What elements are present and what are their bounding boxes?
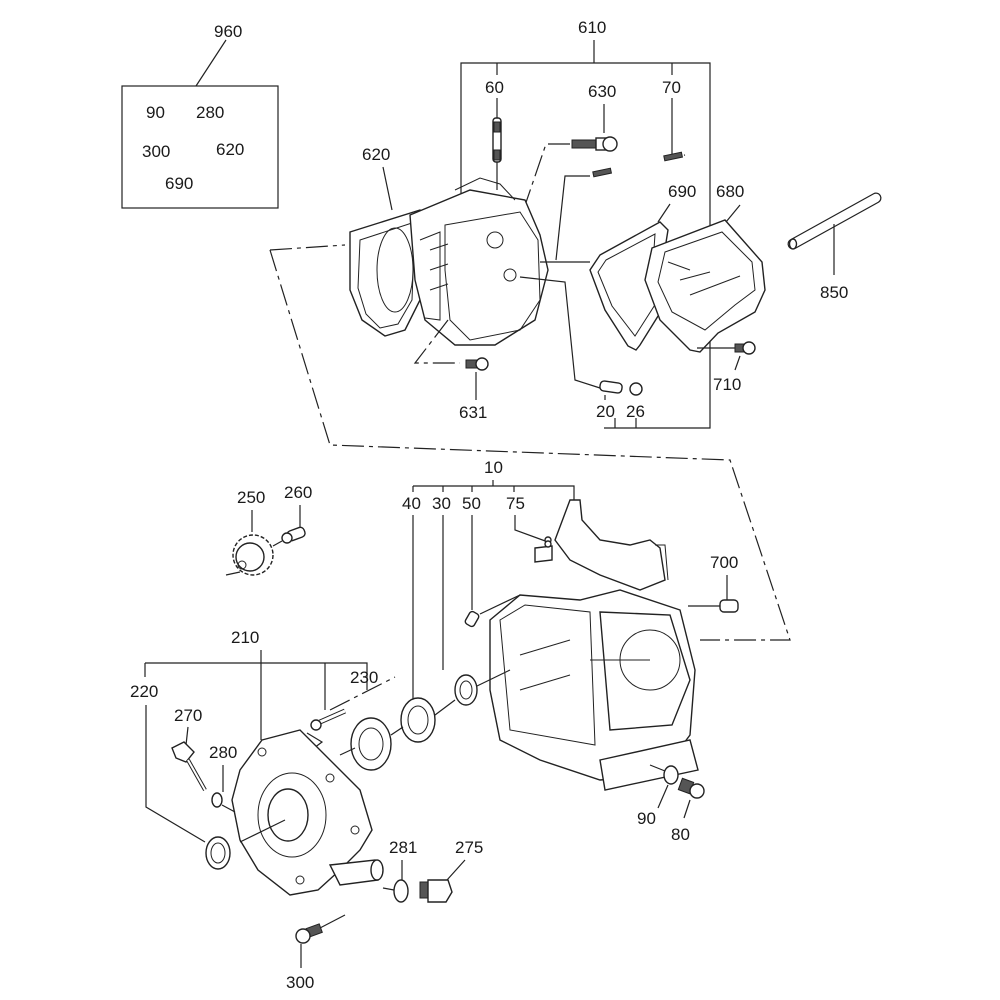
label-270[interactable]: 270 xyxy=(174,706,202,725)
part-70-stud: 70 xyxy=(555,78,686,261)
box-item-300[interactable]: 300 xyxy=(142,142,170,161)
part-275-plug: 275 xyxy=(419,838,483,903)
part-690-cover-gasket: 690 xyxy=(589,182,696,351)
label-80[interactable]: 80 xyxy=(671,825,690,844)
label-90[interactable]: 90 xyxy=(637,809,656,828)
label-230[interactable]: 230 xyxy=(350,668,378,687)
part-850-tube: 850 xyxy=(787,192,882,302)
label-620[interactable]: 620 xyxy=(362,145,390,164)
kit-box-960: 960 90 280 300 620 690 xyxy=(121,22,279,209)
box-item-90[interactable]: 90 xyxy=(146,103,165,122)
part-cylinder-head xyxy=(269,177,601,389)
part-281-washer: 281 xyxy=(382,838,417,903)
part-270-dipstick: 270 xyxy=(171,706,207,791)
alignment-line-gear xyxy=(225,571,241,576)
part-60-stud: 60 xyxy=(485,78,504,190)
part-220-oil-seal xyxy=(205,836,231,870)
part-30-oil-seal xyxy=(454,669,511,706)
label-680[interactable]: 680 xyxy=(716,182,744,201)
box-item-620[interactable]: 620 xyxy=(216,140,244,159)
part-crankcase xyxy=(489,499,699,791)
kit-box-frame xyxy=(121,85,279,209)
label-960[interactable]: 960 xyxy=(214,22,242,41)
part-75-clip xyxy=(544,540,552,548)
label-20[interactable]: 20 xyxy=(596,402,615,421)
label-275[interactable]: 275 xyxy=(455,838,483,857)
label-10[interactable]: 10 xyxy=(484,458,503,477)
label-220[interactable]: 220 xyxy=(130,682,158,701)
group-bracket-610: 610 xyxy=(460,18,711,429)
part-230-bearing xyxy=(339,717,404,771)
part-280-o-ring: 280 xyxy=(209,743,237,813)
label-260[interactable]: 260 xyxy=(284,483,312,502)
label-210[interactable]: 210 xyxy=(231,628,259,647)
part-631-bolt: 631 xyxy=(413,319,489,422)
label-70[interactable]: 70 xyxy=(662,78,681,97)
label-700[interactable]: 700 xyxy=(710,553,738,572)
label-710[interactable]: 710 xyxy=(713,375,741,394)
label-630[interactable]: 630 xyxy=(588,82,616,101)
part-630-bolt: 630 xyxy=(519,82,618,221)
label-75[interactable]: 75 xyxy=(506,494,525,513)
part-300-bolt: 300 xyxy=(286,914,346,992)
box-item-690[interactable]: 690 xyxy=(165,174,193,193)
label-631[interactable]: 631 xyxy=(459,403,487,422)
part-governor-shaft xyxy=(306,676,396,749)
part-680-valve-cover: 680 xyxy=(644,182,766,353)
label-30[interactable]: 30 xyxy=(432,494,451,513)
label-50[interactable]: 50 xyxy=(462,494,481,513)
label-26[interactable]: 26 xyxy=(626,402,645,421)
leader-960 xyxy=(195,39,227,87)
label-250[interactable]: 250 xyxy=(237,488,265,507)
part-80-drain-plug: 80 xyxy=(671,777,705,844)
part-crankcase-cover xyxy=(231,729,384,896)
label-40[interactable]: 40 xyxy=(402,494,421,513)
label-850[interactable]: 850 xyxy=(820,283,848,302)
part-250-governor-gear: 250 xyxy=(232,488,274,576)
group-bracket-10: 10 40 30 50 75 xyxy=(402,458,575,700)
group-bracket-210: 210 220 230 xyxy=(130,628,378,843)
part-26-nut: 26 xyxy=(626,382,645,421)
part-700-dowel: 700 xyxy=(688,553,739,613)
alignment-line-head-crankcase xyxy=(269,249,791,641)
part-50-pin xyxy=(464,594,521,628)
label-690[interactable]: 690 xyxy=(668,182,696,201)
part-260-shaft: 260 xyxy=(272,483,312,547)
part-40-bearing xyxy=(400,697,456,743)
part-90-washer: 90 xyxy=(637,764,679,828)
box-item-280[interactable]: 280 xyxy=(196,103,224,122)
label-60[interactable]: 60 xyxy=(485,78,504,97)
part-20-dowel-pin: 20 xyxy=(596,380,623,421)
label-280[interactable]: 280 xyxy=(209,743,237,762)
part-710-bolt: 710 xyxy=(697,341,756,394)
label-610[interactable]: 610 xyxy=(578,18,606,37)
label-300[interactable]: 300 xyxy=(286,973,314,992)
label-281[interactable]: 281 xyxy=(389,838,417,857)
